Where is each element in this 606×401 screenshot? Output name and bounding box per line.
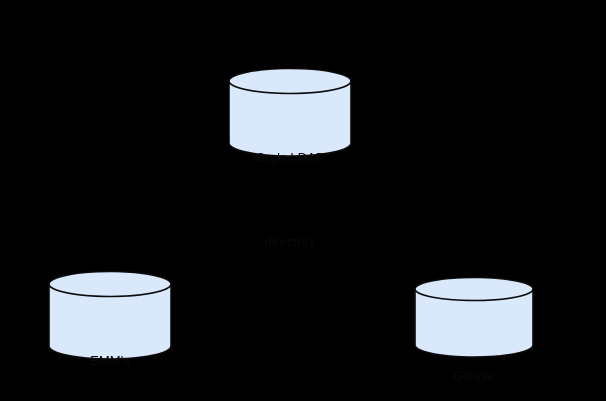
node-google[interactable]: Google (414, 276, 534, 383)
node-ldap-directory[interactable]: Org's LDAP directory (228, 67, 352, 249)
database-cylinder-icon (228, 67, 352, 157)
database-cylinder-icon (48, 270, 172, 360)
node-google-label-line-1: Google (452, 368, 496, 384)
database-cylinder-icon (414, 276, 534, 358)
node-emm-database[interactable]: EMM's database (48, 270, 172, 368)
node-ldap-label-line-2: directory (264, 233, 316, 249)
